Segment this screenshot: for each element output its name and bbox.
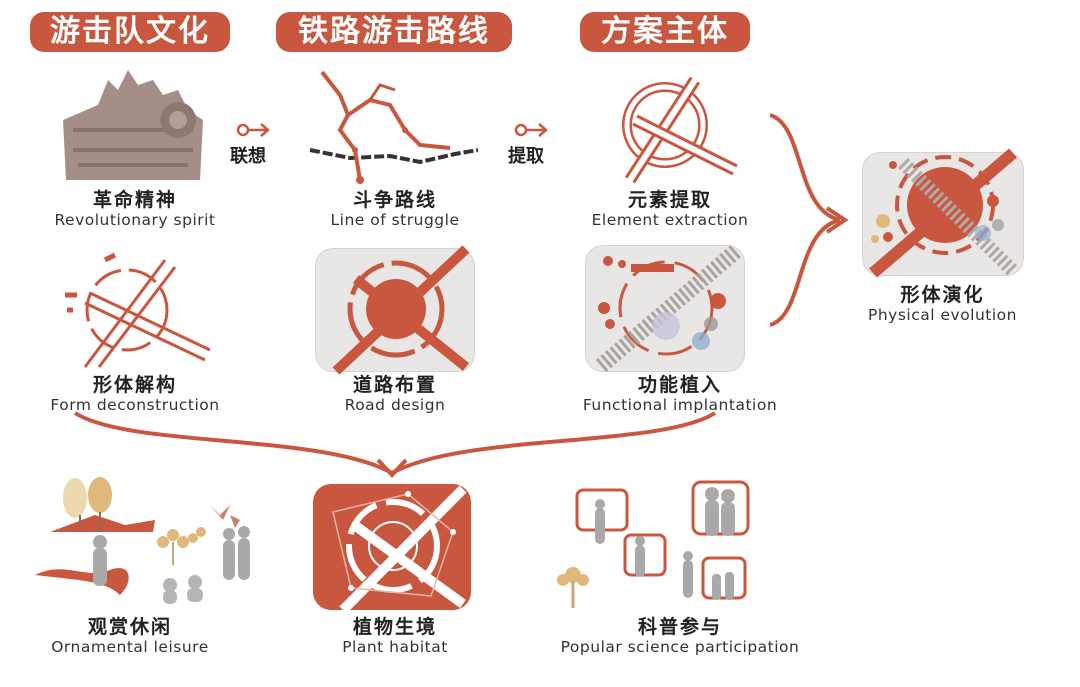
header-scheme: 方案主体 bbox=[580, 12, 750, 52]
caption-form-zh: 形体解构 bbox=[92, 374, 177, 396]
caption-physical: 形体演化 Physical evolution bbox=[850, 284, 1035, 325]
caption-plant-zh: 植物生境 bbox=[352, 616, 437, 638]
physical-evolution-tile bbox=[862, 148, 1024, 278]
physical-evolution-symbol bbox=[869, 148, 1018, 278]
plant-habitat-symbol bbox=[332, 485, 467, 614]
road-design-symbol bbox=[332, 245, 470, 375]
caption-physical-zh: 形体演化 bbox=[900, 284, 985, 306]
arrow-right-icon-2 bbox=[514, 123, 548, 137]
header-route: 铁路游击路线 bbox=[276, 12, 512, 52]
monument-image bbox=[63, 70, 203, 180]
caption-road-en: Road design bbox=[344, 395, 446, 414]
caption-element-zh: 元素提取 bbox=[627, 189, 712, 211]
popular-science-illustration bbox=[557, 480, 750, 608]
caption-revolutionary-en: Revolutionary spirit bbox=[54, 210, 216, 229]
caption-popular: 科普参与 Popular science participation bbox=[545, 616, 815, 657]
functional-symbol bbox=[595, 244, 742, 373]
caption-revolutionary-zh: 革命精神 bbox=[92, 189, 177, 211]
caption-ornamental-en: Ornamental leisure bbox=[51, 637, 209, 656]
road-design-tile bbox=[315, 245, 475, 375]
caption-plant-en: Plant habitat bbox=[342, 637, 448, 656]
caption-road: 道路布置 Road design bbox=[300, 374, 490, 415]
caption-ornamental-zh: 观赏休闲 bbox=[87, 616, 172, 638]
converge-arrow bbox=[73, 411, 717, 478]
caption-popular-en: Popular science participation bbox=[560, 637, 800, 656]
functional-tile bbox=[585, 244, 745, 373]
element-symbol bbox=[622, 76, 738, 184]
caption-struggle-zh: 斗争路线 bbox=[352, 189, 437, 211]
merge-arrow bbox=[769, 113, 849, 327]
caption-revolutionary: 革命精神 Revolutionary spirit bbox=[40, 189, 230, 230]
caption-physical-en: Physical evolution bbox=[868, 305, 1017, 324]
caption-ornamental: 观赏休闲 Ornamental leisure bbox=[35, 616, 225, 657]
caption-element: 元素提取 Element extraction bbox=[570, 189, 770, 230]
caption-struggle: 斗争路线 Line of struggle bbox=[300, 189, 490, 230]
caption-functional-en: Functional implantation bbox=[582, 395, 778, 414]
caption-element-en: Element extraction bbox=[591, 210, 749, 229]
caption-road-zh: 道路布置 bbox=[352, 374, 437, 396]
caption-popular-zh: 科普参与 bbox=[637, 616, 722, 638]
plant-habitat-tile bbox=[313, 484, 471, 614]
route-map bbox=[309, 70, 479, 184]
form-deconstruction-symbol bbox=[65, 252, 211, 368]
arrow-right-icon bbox=[236, 123, 270, 137]
ornamental-illustration bbox=[35, 477, 250, 604]
caption-form-en: Form deconstruction bbox=[50, 395, 220, 414]
caption-struggle-en: Line of struggle bbox=[330, 210, 460, 229]
label-extract: 提取 bbox=[508, 146, 544, 167]
caption-form: 形体解构 Form deconstruction bbox=[35, 374, 235, 415]
caption-functional: 功能植入 Functional implantation bbox=[560, 374, 800, 415]
label-associate: 联想 bbox=[230, 146, 266, 167]
header-culture: 游击队文化 bbox=[30, 12, 230, 52]
caption-plant: 植物生境 Plant habitat bbox=[300, 616, 490, 657]
caption-functional-zh: 功能植入 bbox=[637, 374, 722, 396]
